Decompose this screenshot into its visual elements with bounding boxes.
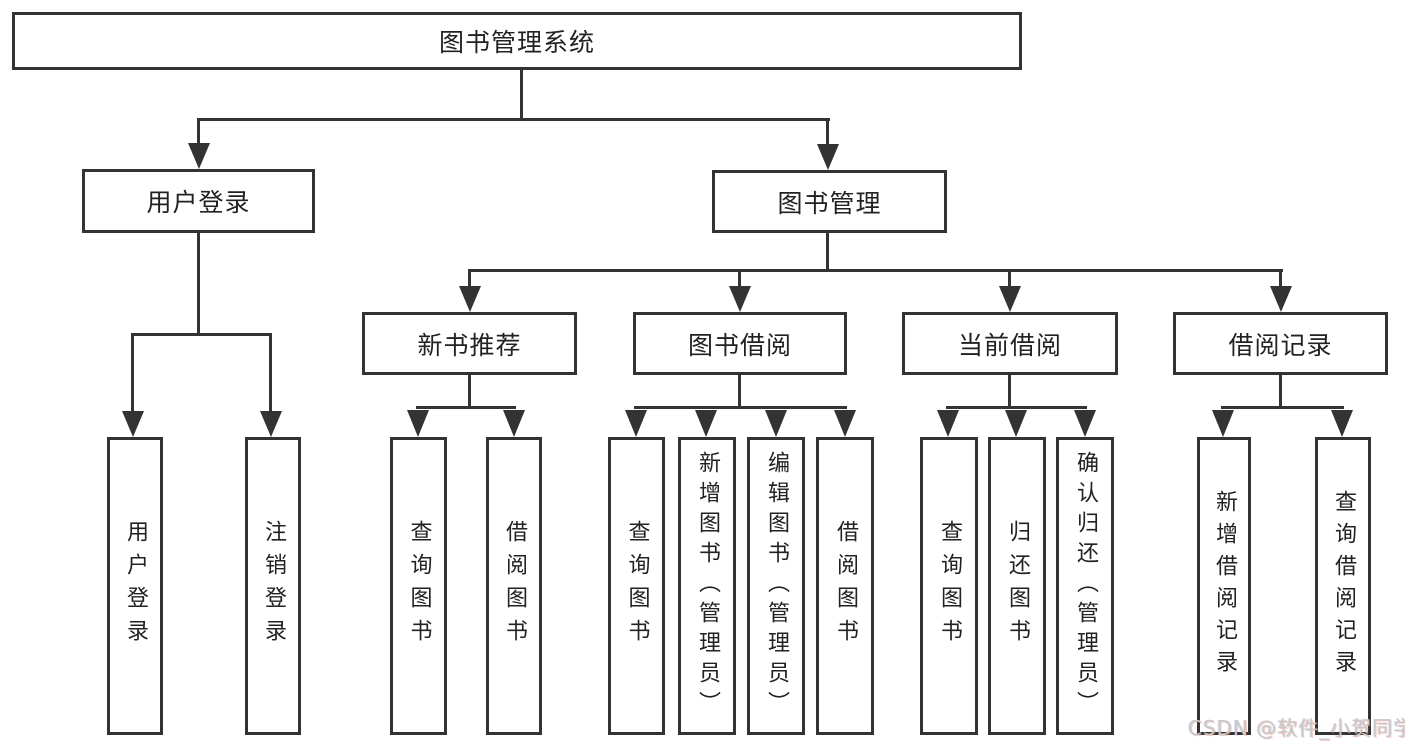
node-new-book-recommendation: 新书推荐 [362,312,577,375]
leaf-logout: 注销登录 [245,437,301,735]
leaf-label: 查询图书 [624,520,650,652]
node-borrowing-records: 借阅记录 [1173,312,1388,375]
leaf-label: 确认归还（管理员） [1073,451,1098,721]
leaf-label: 查询借阅记录 [1331,490,1356,682]
leaf-edit-books-admin: 编辑图书（管理员） [747,437,805,735]
leaf-query-books-recommend: 查询图书 [390,437,447,735]
connector-line [131,333,272,336]
node-book-management: 图书管理 [712,170,947,233]
leaf-label: 用户登录 [123,520,148,652]
arrow-down-icon [695,410,717,437]
connector-line [1279,269,1282,288]
connector-line [1008,269,1011,288]
arrow-down-icon [765,410,787,437]
leaf-label: 借阅图书 [502,520,527,652]
node-book-borrowing: 图书借阅 [633,312,847,375]
arrow-down-icon [407,410,429,437]
watermark: CSDN @软件_小贺同学 [1188,716,1405,740]
connector-line [131,333,134,413]
arrow-down-icon [260,411,282,437]
arrow-down-icon [459,286,481,312]
arrow-down-icon [625,410,647,437]
leaf-label: 注销登录 [261,520,286,652]
leaf-label: 新增借阅记录 [1212,490,1237,682]
arrow-down-icon [1212,410,1234,437]
arrow-down-icon [1005,410,1027,437]
leaf-label: 查询图书 [937,520,962,652]
connector-line [1008,375,1011,408]
connector-line [269,333,272,413]
connector-line [197,233,200,335]
connector-line [468,269,1283,272]
arrow-down-icon [503,410,525,437]
connector-line [197,118,830,121]
connector-line [416,406,516,409]
leaf-label: 新增图书（管理员） [695,451,720,721]
arrow-down-icon [188,143,210,169]
leaf-query-books-current: 查询图书 [920,437,978,735]
arrow-down-icon [1270,286,1292,312]
arrow-down-icon [122,411,144,437]
connector-line [520,70,523,120]
arrow-down-icon [1074,410,1096,437]
leaf-label: 编辑图书（管理员） [764,451,789,721]
arrow-down-icon [729,286,751,312]
arrow-down-icon [937,410,959,437]
leaf-add-borrow-record: 新增借阅记录 [1197,437,1251,735]
node-label: 图书借阅 [687,330,792,360]
connector-line [468,269,471,288]
leaf-return-books: 归还图书 [988,437,1046,735]
arrow-down-icon [1331,410,1353,437]
arrow-down-icon [999,286,1021,312]
node-label: 借阅记录 [1228,330,1333,360]
connector-line [1279,375,1282,408]
connector-line [826,118,829,146]
arrow-down-icon [834,410,856,437]
leaf-user-login: 用户登录 [107,437,163,735]
leaf-label: 归还图书 [1005,520,1030,652]
connector-line [826,233,829,272]
leaf-add-books-admin: 新增图书（管理员） [678,437,736,735]
connector-line [197,118,200,145]
leaf-query-books-borrow: 查询图书 [608,437,665,735]
leaf-borrow-books-recommend: 借阅图书 [486,437,542,735]
leaf-query-borrow-record: 查询借阅记录 [1315,437,1371,735]
connector-line [738,375,741,408]
node-label: 新书推荐 [417,330,522,360]
connector-line [634,406,847,409]
node-label: 图书管理系统 [438,28,595,57]
connector-line [738,269,741,288]
node-label: 图书管理 [777,188,882,218]
connector-line [1221,406,1344,409]
node-label: 用户登录 [146,188,251,217]
node-user-login: 用户登录 [82,169,315,233]
connector-line [946,406,1087,409]
leaf-borrow-books: 借阅图书 [816,437,874,735]
node-label: 当前借阅 [957,330,1062,360]
leaf-confirm-return-admin: 确认归还（管理员） [1056,437,1114,735]
node-library-management-system: 图书管理系统 [12,12,1022,70]
leaf-label: 借阅图书 [833,520,858,652]
leaf-label: 查询图书 [406,520,432,652]
arrow-down-icon [817,144,839,170]
connector-line [468,375,471,408]
node-current-borrowing: 当前借阅 [902,312,1118,375]
